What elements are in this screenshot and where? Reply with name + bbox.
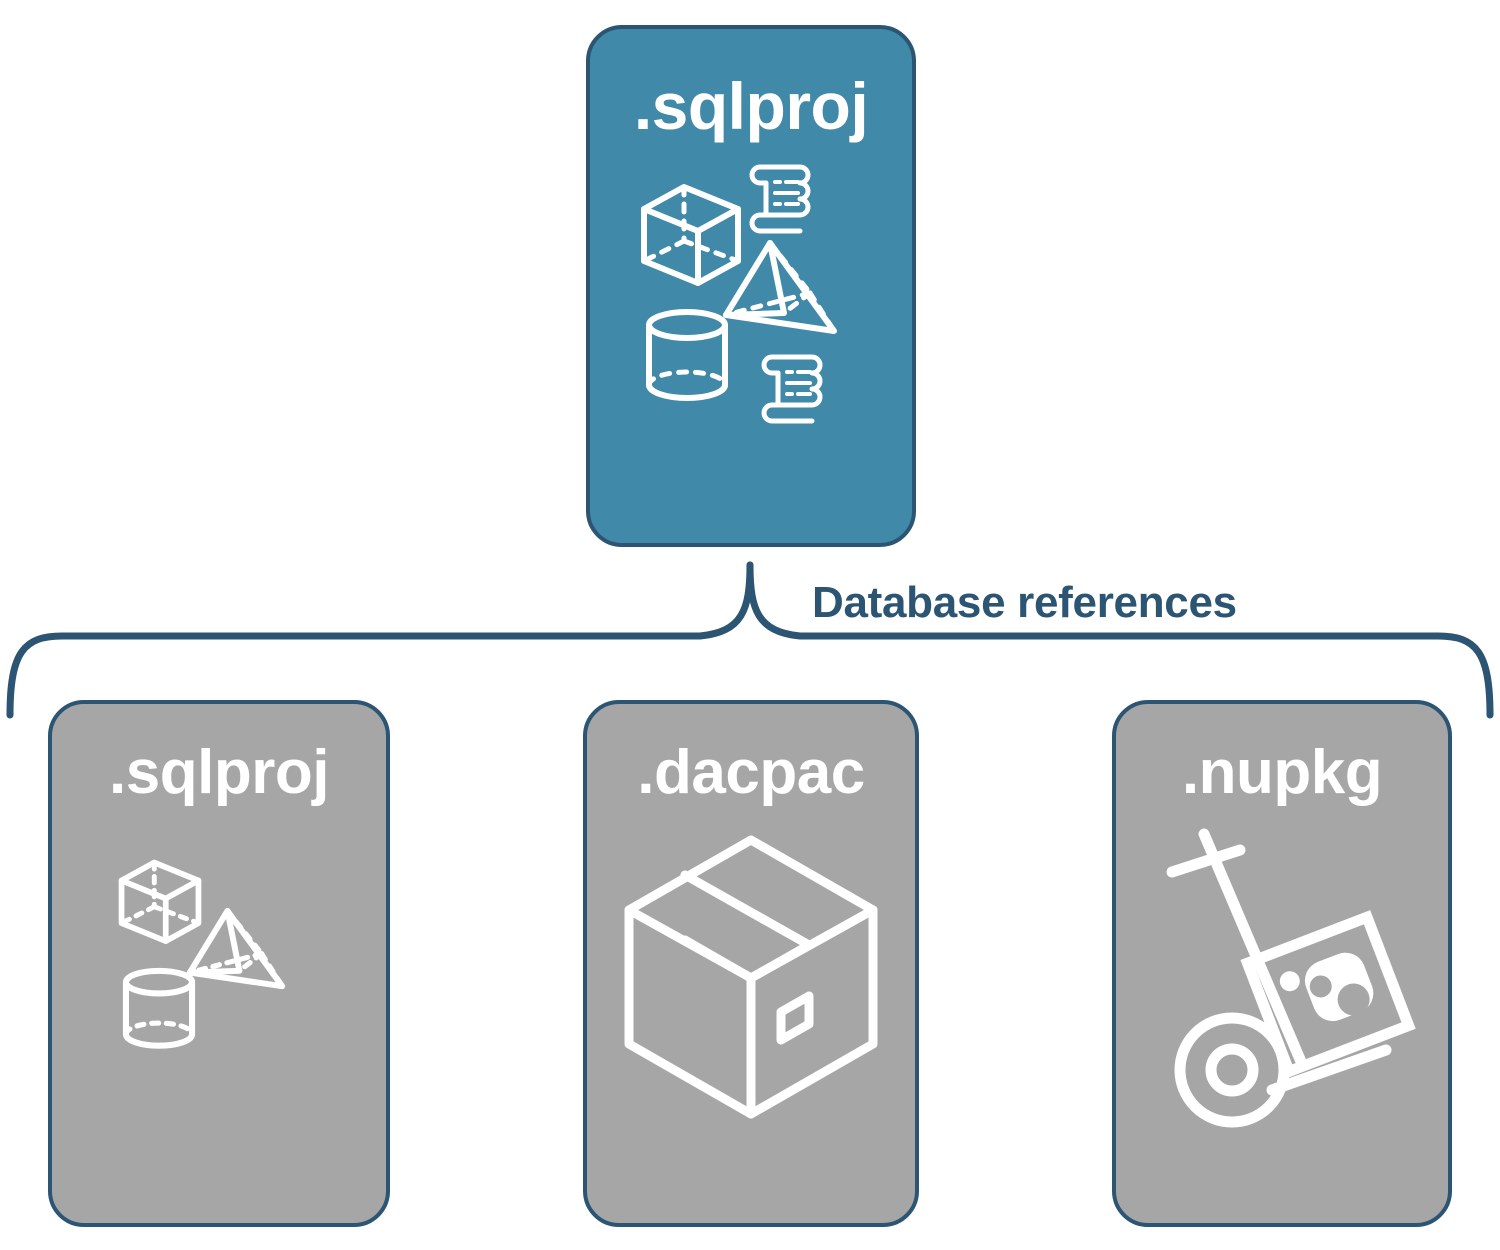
- nupkg-icon-group: [1142, 826, 1422, 1128]
- card-nupkg-reference[interactable]: .nupkg: [1112, 700, 1452, 1227]
- card-title-sqlproj: .sqlproj: [109, 738, 329, 807]
- card-title-dacpac: .dacpac: [637, 738, 865, 807]
- cylinder-icon: [122, 967, 196, 1049]
- sqlproj-icon-group: [79, 826, 359, 1126]
- scroll-icon: [761, 354, 823, 424]
- root-icon-group: [636, 157, 866, 427]
- card-title-nupkg: .nupkg: [1181, 738, 1383, 807]
- card-title-root: .sqlproj: [633, 69, 869, 143]
- cube-icon: [641, 184, 741, 286]
- brace-label: Database references: [812, 578, 1237, 627]
- card-dacpac-reference[interactable]: .dacpac: [583, 700, 919, 1227]
- package-box-icon: [624, 835, 878, 1119]
- card-sqlproj-reference[interactable]: .sqlproj: [48, 700, 390, 1227]
- pyramid-icon: [186, 907, 286, 990]
- nuget-package-icon: [1240, 910, 1416, 1079]
- card-sqlproj-root[interactable]: .sqlproj: [586, 25, 916, 547]
- pyramid-icon: [723, 240, 837, 334]
- cylinder-icon: [646, 309, 728, 401]
- cube-icon: [118, 859, 202, 944]
- scroll-icon: [749, 164, 811, 234]
- dacpac-icon-group: [611, 826, 891, 1126]
